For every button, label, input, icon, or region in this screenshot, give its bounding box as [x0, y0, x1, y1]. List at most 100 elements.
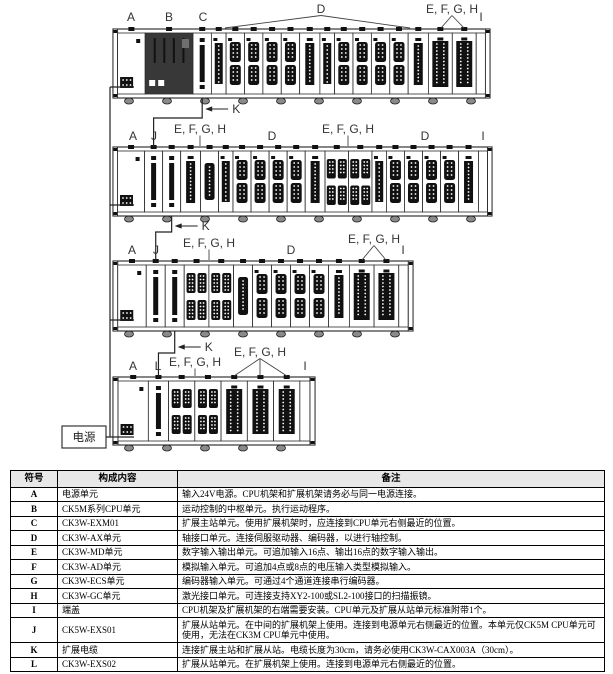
remark-cell: 扩展从站单元。在中间的扩展机架上使用。连接到电源单元右侧最近的位置。本单元仅CK…	[177, 617, 605, 643]
unit-name-cell: 端盖	[57, 602, 178, 618]
expansion-rack-1	[112, 145, 493, 223]
cable-k-label: K	[205, 340, 213, 354]
unit-letter-label: D	[287, 243, 296, 257]
col-header-remark: 备注	[177, 470, 605, 488]
rack2-label-J: J	[151, 129, 157, 143]
rack1-label-C: C	[199, 10, 208, 24]
rack2-label-A: A	[129, 129, 137, 143]
symbol-cell: B	[10, 501, 58, 517]
unit-letter-label: I	[303, 359, 306, 373]
rack2-label-EFGH: E, F, G, H	[174, 122, 226, 146]
rack4-label-EFGH: E, F, G, H	[169, 355, 221, 376]
remark-cell: 模拟输入单元。可追加4点或8点的电压输入类型模拟输入。	[177, 559, 605, 575]
rack2-label-I: I	[481, 129, 484, 143]
unit-letter-label: I	[479, 10, 482, 24]
cpu-rack	[112, 27, 491, 105]
header-row: 符号 构成内容 备注	[10, 470, 605, 488]
unit-name-cell: CK3W-MD单元	[57, 544, 178, 560]
unit-letter-label: A	[127, 10, 135, 24]
unit-letter-label: J	[151, 129, 157, 143]
expansion-rack-2	[112, 259, 414, 338]
unit-name-cell: CK3W-EXS02	[57, 656, 178, 672]
unit-letter-label: L	[155, 359, 162, 373]
unit-name-cell: CK3W-ECS单元	[57, 573, 178, 589]
remark-cell: 编码器输入单元。可通过4个通道连接串行编码器。	[177, 573, 605, 589]
rack4-label-I: I	[303, 359, 306, 373]
unit-name-cell: CK3W-AD单元	[57, 559, 178, 575]
unit-letter-label: C	[199, 10, 208, 24]
rack1-label-B: B	[165, 10, 173, 24]
unit-letter-label: D	[268, 129, 277, 143]
rack3-label-EFGH: E, F, G, H	[348, 232, 400, 261]
unit-letter-label: A	[128, 243, 136, 257]
rack3-label-EFGH: E, F, G, H	[183, 236, 235, 260]
unit-name-cell: CK3W-AX单元	[57, 530, 178, 546]
rack1-label-I: I	[479, 10, 482, 24]
remark-cell: 扩展从站单元。在扩展机架上使用。连接到电源单元右侧最近的位置。	[177, 656, 605, 672]
symbol-cell: D	[10, 530, 58, 546]
rack2-label-D: D	[268, 129, 277, 143]
unit-letter-label: D	[421, 129, 430, 143]
col-header-content: 构成内容	[57, 470, 178, 488]
rack4-label-A: A	[129, 359, 137, 373]
unit-letter-label: B	[165, 10, 173, 24]
rack3-label-J: J	[153, 243, 159, 257]
symbol-cell: K	[10, 642, 58, 658]
rack3-label-I: I	[401, 243, 404, 257]
expansion-cable-2: K	[155, 216, 210, 261]
symbol-cell: L	[10, 656, 58, 672]
rack3-label-A: A	[128, 243, 136, 257]
power-bus-lines	[106, 86, 134, 438]
unit-name-cell: CK5M系列CPU单元	[57, 501, 178, 517]
cable-k-label: K	[202, 219, 210, 233]
unit-letter-label: E, F, G, H	[234, 345, 286, 359]
remark-cell: 扩展主站单元。使用扩展机架时，应连接到CPU单元右侧最近的位置。	[177, 515, 605, 531]
unit-letter-label: A	[129, 359, 137, 373]
rack4-label-EFGH: E, F, G, H	[233, 345, 288, 377]
remark-cell: 输入24V电源。CPU机架和扩展机架请务必与同一电源连接。	[177, 486, 605, 502]
unit-letter-label: E, F, G, H	[174, 122, 226, 136]
symbol-cell: E	[10, 544, 58, 560]
unit-letter-label: D	[317, 2, 326, 16]
remark-cell: 数字输入输出单元。可追加输入16点、输出16点的数字输入输出。	[177, 544, 605, 560]
unit-letter-label: J	[153, 243, 159, 257]
unit-name-cell: CK3W-EXM01	[57, 515, 178, 531]
expansion-rack-3	[112, 375, 316, 452]
col-header-symbol: 符号	[10, 470, 58, 488]
rack3-label-D: D	[287, 243, 296, 257]
power-source-label: 电源	[73, 430, 96, 444]
symbol-cell: F	[10, 559, 58, 575]
unit-letter-label: E, F, G, H	[426, 2, 478, 16]
symbol-cell: J	[10, 617, 58, 643]
unit-name-cell: 电源单元	[57, 486, 178, 502]
cable-k-label: K	[232, 102, 240, 116]
symbol-cell: A	[10, 486, 58, 502]
unit-letter-label: E, F, G, H	[348, 232, 400, 246]
unit-letter-label: I	[401, 243, 404, 257]
spec-table-head: 符号 构成内容 备注	[10, 470, 605, 488]
rack1-label-D: D	[224, 2, 411, 29]
remark-cell: 激光接口单元。可连接支持XY2-100或SL2-100接口的扫描振镜。	[177, 588, 605, 604]
symbol-cell: I	[10, 602, 58, 618]
remark-cell: CPU机架及扩展机架的右端需要安装。CPU单元及扩展从站单元标准附带1个。	[177, 602, 605, 618]
unit-letter-label: E, F, G, H	[169, 355, 221, 369]
remark-cell: 连接扩展主站和扩展从站。电缆长度为30cm，请务必使用CK3W-CAX003A（…	[177, 642, 605, 658]
unit-name-cell: CK3W-GC单元	[57, 588, 178, 604]
unit-letter-label: E, F, G, H	[183, 236, 235, 250]
rack1-label-A: A	[127, 10, 135, 24]
expansion-cable-1: K	[153, 98, 240, 147]
